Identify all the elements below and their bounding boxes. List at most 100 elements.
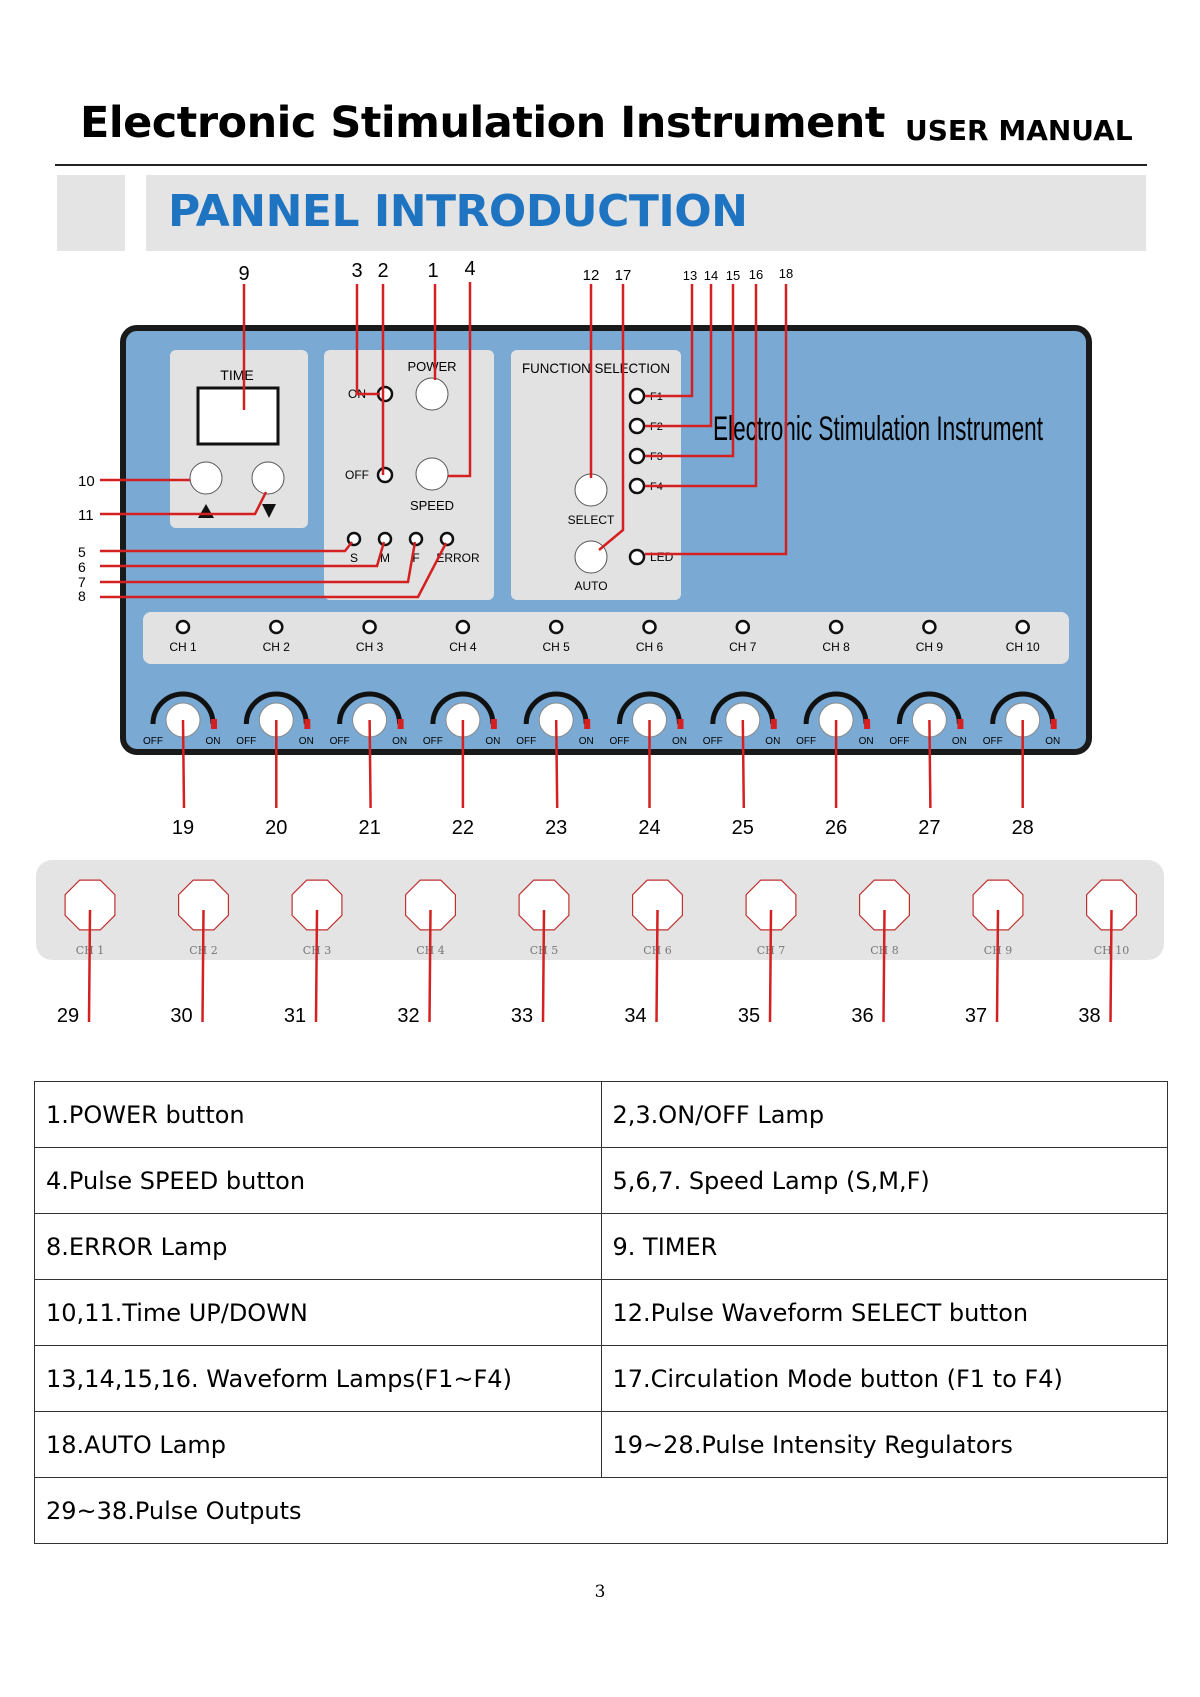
callout-line xyxy=(928,719,932,809)
knob-on-label: ON xyxy=(765,736,780,747)
channel-lamp-label: CH 3 xyxy=(356,640,384,654)
callout-output: 38 xyxy=(1078,1005,1100,1027)
channel-lamp-label: CH 2 xyxy=(263,640,291,654)
channel-lamp-label: CH 8 xyxy=(822,640,850,654)
header-divider xyxy=(55,164,1147,166)
callout-knob: 19 xyxy=(172,817,194,839)
knob-scale-arc xyxy=(710,691,776,725)
s-label: S xyxy=(350,551,358,565)
callout-line xyxy=(1109,909,1113,1023)
m-lamp xyxy=(377,531,393,547)
power-button xyxy=(415,377,449,411)
knob-on-label: ON xyxy=(206,736,221,747)
device-brand: Electronic Stimulation Instrument xyxy=(713,410,1043,448)
callout-line xyxy=(768,909,773,1023)
speed-button xyxy=(415,457,449,491)
callout-6: 6 xyxy=(78,559,86,575)
on-lamp xyxy=(376,385,394,403)
panel-diagram: TIME ON POWER OFF SPEED S M F ERROR FUNC… xyxy=(36,260,1164,1027)
knob-off-label: OFF xyxy=(983,736,1003,747)
output-socket xyxy=(405,879,456,931)
callout-7: 7 xyxy=(78,574,86,590)
channel-lamp-label: CH 7 xyxy=(729,640,757,654)
output-socket xyxy=(178,879,229,931)
callout-knob: 28 xyxy=(1012,817,1034,839)
knob-off-label: OFF xyxy=(236,736,256,747)
callout-line xyxy=(368,719,372,809)
output-socket xyxy=(1085,879,1138,931)
callout-line xyxy=(995,909,1000,1023)
knob-scale-arc xyxy=(990,691,1056,725)
callout-output: 29 xyxy=(57,1005,79,1027)
knob-off-label: OFF xyxy=(610,736,630,747)
callout-output: 33 xyxy=(511,1005,533,1027)
output-socket xyxy=(972,879,1024,931)
f-label: F xyxy=(412,551,419,565)
callout-knob: 22 xyxy=(452,817,474,839)
led-label: LED xyxy=(650,550,674,564)
channel-lamp xyxy=(922,619,937,635)
section-bar xyxy=(146,175,1146,251)
callout-line xyxy=(741,719,746,809)
channel-lamp xyxy=(642,619,657,635)
callout-lines xyxy=(100,282,788,599)
callout-knob: 23 xyxy=(545,817,567,839)
callout-line xyxy=(428,909,432,1023)
channel-lamp xyxy=(1015,619,1030,635)
callout-knob: 24 xyxy=(638,817,660,839)
output-socket xyxy=(631,879,684,931)
legend-cell: 8.ERROR Lamp xyxy=(34,1213,602,1280)
section-marker xyxy=(57,175,125,251)
callout-line xyxy=(181,719,186,809)
knob-scale-arc xyxy=(430,691,496,725)
channel-lamp xyxy=(548,619,564,635)
channel-lamp xyxy=(269,619,284,635)
waveform-lamp-2 xyxy=(628,417,646,435)
channel-lamp xyxy=(362,619,377,635)
callout-line xyxy=(87,909,92,1023)
select-button xyxy=(574,473,608,507)
error-label: ERROR xyxy=(436,551,480,565)
output-socket xyxy=(291,879,343,931)
knob-scale-arc xyxy=(337,691,403,725)
channel-lamp-label: CH 9 xyxy=(916,640,944,654)
knob-scale-arc xyxy=(896,691,962,725)
waveform-lamp-4 xyxy=(628,477,646,495)
channel-lamp-label: CH 10 xyxy=(1006,640,1040,654)
knob-max-marker xyxy=(1050,719,1057,729)
waveform-lamp-3 xyxy=(628,447,646,465)
time-label: TIME xyxy=(220,367,253,383)
table-row: 29~38.Pulse Outputs xyxy=(34,1477,1168,1544)
knob-scale-arc xyxy=(243,691,309,725)
output-socket xyxy=(858,879,911,931)
knob-max-marker xyxy=(677,719,684,729)
section-title: PANNEL INTRODUCTION xyxy=(168,186,748,237)
legend-cell: 29~38.Pulse Outputs xyxy=(34,1477,1168,1544)
document-title: Electronic Stimulation Instrument xyxy=(80,98,885,148)
knob-on-label: ON xyxy=(579,736,594,747)
legend-cell: 13,14,15,16. Waveform Lamps(F1~F4) xyxy=(34,1345,602,1412)
timer-display xyxy=(196,386,280,446)
knob-on-label: ON xyxy=(1045,736,1060,747)
callout-12: 12 xyxy=(583,267,600,284)
knob-off-label: OFF xyxy=(423,736,443,747)
knob-scale-arc xyxy=(150,691,216,725)
callout-output: 32 xyxy=(397,1005,419,1027)
select-label: SELECT xyxy=(568,513,615,527)
callout-knob: 20 xyxy=(265,817,287,839)
knob-max-marker xyxy=(770,719,777,729)
callout-knob: 26 xyxy=(825,817,847,839)
output-socket xyxy=(745,879,797,931)
page-number: 3 xyxy=(594,1582,606,1602)
knob-max-marker xyxy=(490,719,497,729)
knob-on-label: ON xyxy=(672,736,687,747)
led-lamp xyxy=(628,548,646,566)
callout-13: 13 xyxy=(683,268,697,283)
legend-cell: 17.Circulation Mode button (F1 to F4) xyxy=(600,1345,1168,1412)
channel-lamp-label: CH 5 xyxy=(543,640,571,654)
callout-11: 11 xyxy=(78,507,94,524)
